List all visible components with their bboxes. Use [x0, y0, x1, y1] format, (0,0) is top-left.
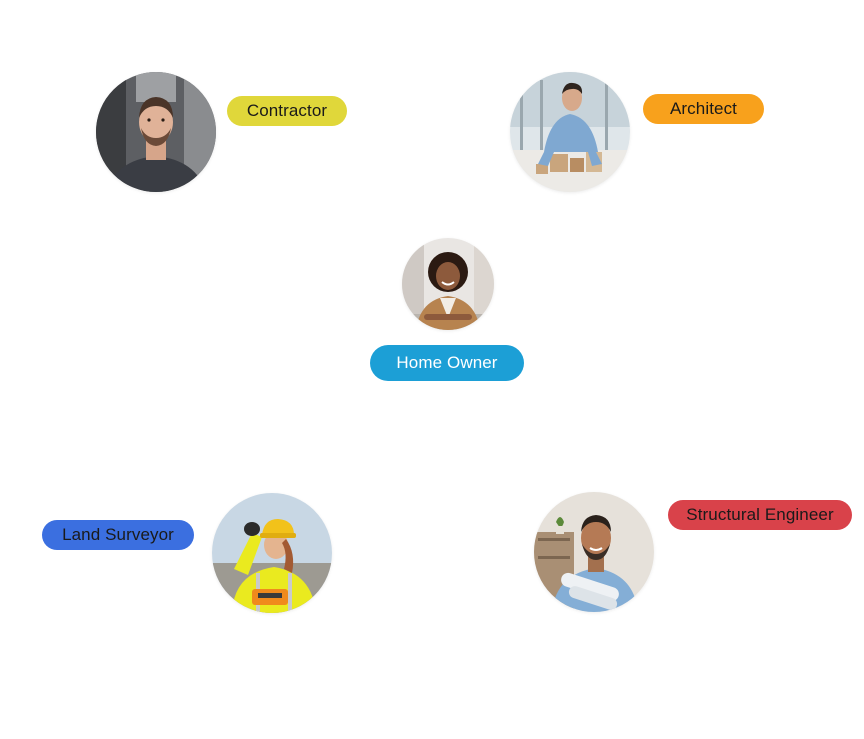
contractor-photo	[96, 72, 216, 192]
land-surveyor-label: Land Surveyor	[42, 520, 194, 550]
architect-label: Architect	[643, 94, 764, 124]
architect-photo	[510, 72, 630, 192]
structural-engineer-label: Structural Engineer	[668, 500, 852, 530]
structural-engineer-photo	[534, 492, 654, 612]
home-owner-photo	[402, 238, 494, 330]
contractor-label: Contractor	[227, 96, 347, 126]
home-owner-label: Home Owner	[370, 345, 524, 381]
land-surveyor-photo	[212, 493, 332, 613]
